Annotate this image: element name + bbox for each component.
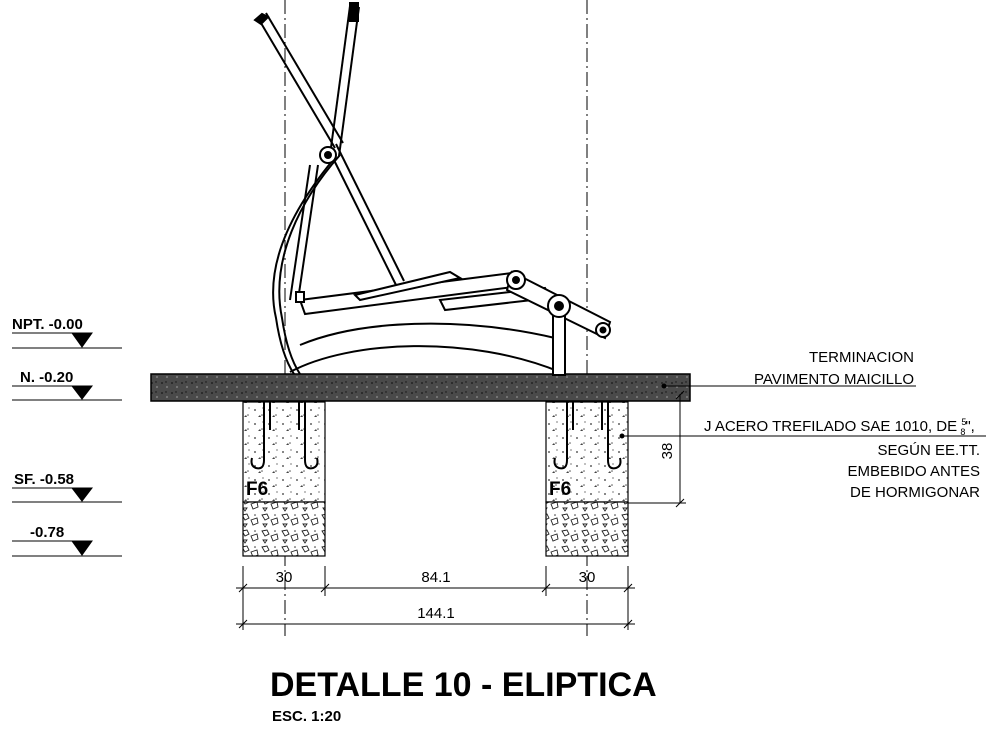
pavement-note-line2: PAVIMENTO MAICILLO — [754, 371, 914, 388]
anchor-depth-dimension — [628, 390, 686, 508]
dim-footing-gap: 84.1 — [421, 569, 450, 586]
footing-left — [242, 401, 326, 557]
drawing-title: DETALLE 10 - ELIPTICA — [270, 666, 657, 704]
dim-overall-width: 144.1 — [417, 605, 455, 622]
anchor-note-line4: DE HORMIGONAR — [850, 484, 980, 501]
centerlines — [284, 0, 588, 636]
anchor-depth-label: 38 — [659, 443, 676, 460]
footing-left-tag: F6 — [246, 479, 268, 500]
elliptical-machine — [253, 2, 612, 376]
drawing-scale: ESC. 1:20 — [272, 708, 341, 725]
anchor-note-line3: EMBEBIDO ANTES — [847, 463, 980, 480]
level-n-label: N. -0.20 — [20, 369, 73, 386]
pavement-note-leader — [661, 383, 916, 389]
anchor-note-line2: SEGÚN EE.TT. — [877, 442, 980, 459]
dim-footing-right: 30 — [579, 569, 596, 586]
pavement-note-line1: TERMINACION — [809, 349, 914, 366]
footing-right — [545, 401, 629, 557]
pavement-slab — [150, 373, 691, 402]
footing-right-tag: F6 — [549, 479, 571, 500]
level-bottom-label: -0.78 — [30, 524, 64, 541]
dim-footing-left: 30 — [276, 569, 293, 586]
level-npt-label: NPT. -0.00 — [12, 316, 83, 333]
anchor-note-leader — [619, 433, 986, 439]
horizontal-dimensions — [236, 566, 635, 630]
level-markers — [12, 332, 122, 557]
level-sf-label: SF. -0.58 — [14, 471, 74, 488]
